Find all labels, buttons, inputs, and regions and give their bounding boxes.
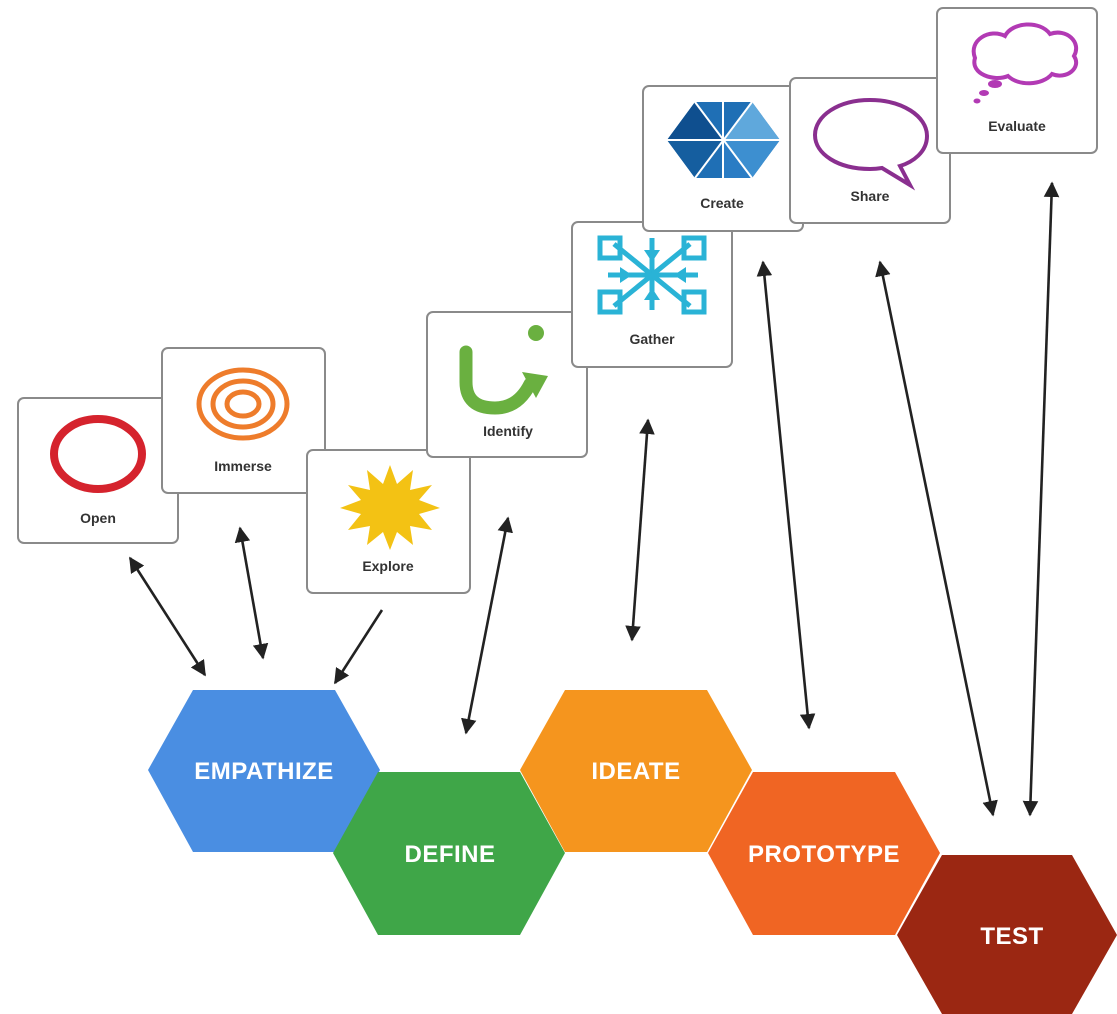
arrow-share-test <box>875 260 998 817</box>
card-open-label: Open <box>80 510 116 526</box>
card-identify: Identify <box>426 311 588 458</box>
card-identify-label: Identify <box>483 423 533 439</box>
hexagon-cube-icon <box>667 101 780 179</box>
card-immerse: Immerse <box>161 347 326 494</box>
card-evaluate-label: Evaluate <box>988 118 1046 134</box>
starburst-icon <box>340 465 440 550</box>
arrow-explore-empathize <box>333 609 384 685</box>
card-immerse-box <box>161 347 326 494</box>
card-immerse-label: Immerse <box>214 458 272 474</box>
arrow-create-prototype <box>756 260 816 730</box>
card-gather-label: Gather <box>629 331 675 347</box>
card-evaluate: Evaluate <box>936 7 1098 154</box>
stage-ideate: IDEATE <box>520 690 752 852</box>
arrow-identify-define <box>461 516 513 735</box>
card-share-label: Share <box>851 188 890 204</box>
stage-ideate-hexagon <box>520 690 752 852</box>
stage-define-hexagon <box>333 772 565 935</box>
connectors <box>128 181 1060 817</box>
stage-empathize-label: EMPATHIZE <box>194 758 334 785</box>
stage-prototype-hexagon <box>708 772 940 935</box>
stage-empathize-hexagon <box>148 690 380 852</box>
card-create-label: Create <box>700 195 744 211</box>
concentric-circles-icon <box>196 367 290 441</box>
curved-arrow-i-icon <box>459 325 548 415</box>
stage-prototype-label: PROTOTYPE <box>748 841 900 868</box>
card-explore-label: Explore <box>362 558 414 574</box>
card-create: Create <box>642 85 804 232</box>
card-gather: Gather <box>571 221 733 368</box>
stage-define-label: DEFINE <box>404 841 495 868</box>
stage-test: TEST <box>897 855 1117 1014</box>
thought-cloud-icon <box>971 22 1078 104</box>
stage-test-hexagon <box>897 855 1117 1014</box>
stage-hexagons: EMPATHIZE DEFINE IDEATE PROTOTYPE TEST <box>148 690 1117 1014</box>
stage-prototype: PROTOTYPE <box>708 772 940 935</box>
arrow-open-empathize <box>128 556 207 677</box>
arrow-evaluate-test <box>1022 181 1060 817</box>
arrow-gather-ideate <box>625 418 655 642</box>
converging-arrows-icon <box>597 235 707 315</box>
speech-bubble-icon <box>812 97 930 191</box>
ring-icon <box>50 415 146 493</box>
stage-define: DEFINE <box>333 772 565 935</box>
stage-test-label: TEST <box>980 923 1043 950</box>
stage-empathize: EMPATHIZE <box>148 690 380 852</box>
card-open: Open <box>17 397 179 544</box>
activity-cards: Open Immerse Explore <box>17 7 1098 594</box>
card-share: Share <box>789 77 951 224</box>
card-explore: Explore <box>306 449 471 594</box>
stage-ideate-label: IDEATE <box>591 758 680 785</box>
arrow-immerse-empathize <box>234 526 269 660</box>
